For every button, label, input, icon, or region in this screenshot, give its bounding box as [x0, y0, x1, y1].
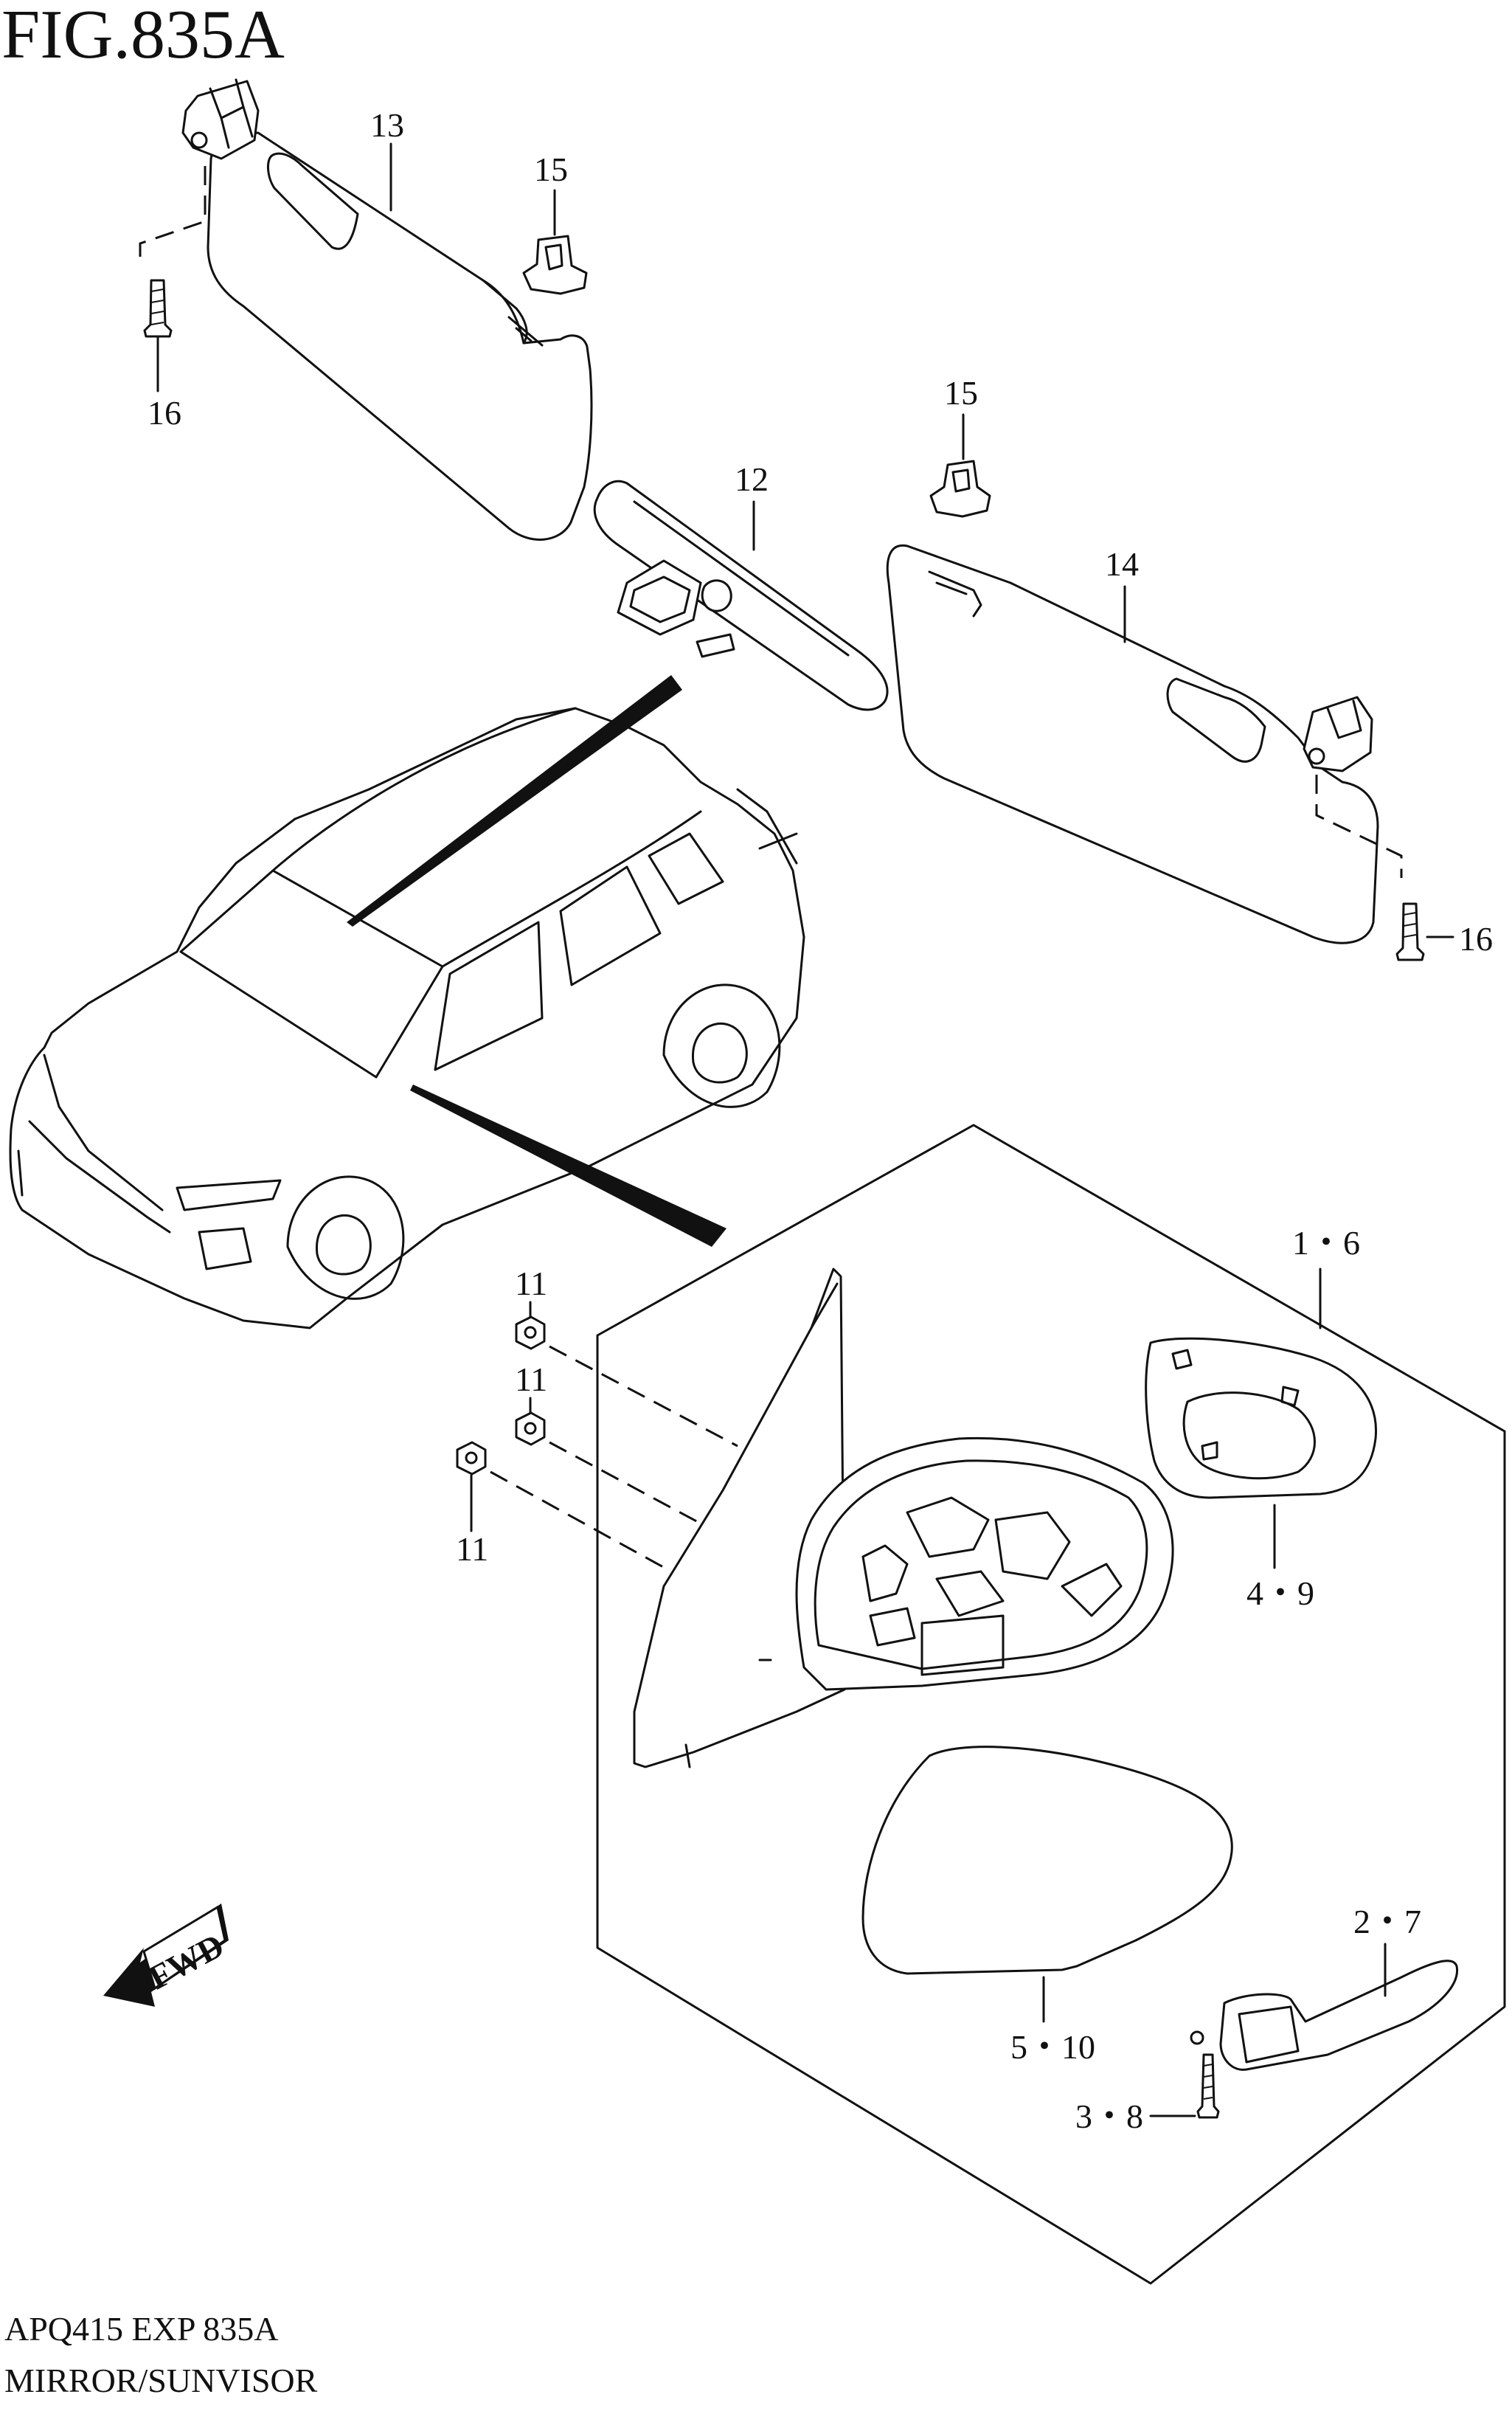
screw-16-left[interactable]	[143, 279, 173, 338]
pointer-wedge-lower	[410, 1085, 726, 1247]
clip-15-upper[interactable]	[522, 235, 588, 295]
figure-code: APQ415 EXP 835A	[4, 2310, 279, 2348]
dash-11-middle	[549, 1441, 701, 1525]
callout-14: 14	[1105, 545, 1139, 583]
pointer-wedge-upper	[347, 675, 682, 927]
nut-11-top[interactable]	[515, 1315, 546, 1350]
figure-title: FIG.835A	[1, 0, 285, 73]
sunvisor-left[interactable]	[207, 131, 593, 541]
callout-11-bottom: 11	[456, 1530, 488, 1568]
dash-11-top	[549, 1345, 738, 1448]
fwd-arrow: FWD	[103, 1903, 230, 2007]
nut-11-bottom[interactable]	[456, 1441, 487, 1476]
callout-16-left: 16	[148, 394, 181, 432]
leader-line-16-left	[139, 166, 207, 266]
sunvisor-right[interactable]	[886, 544, 1379, 944]
callout-15-right: 15	[944, 374, 978, 412]
callout-4-9: 4・9	[1246, 1574, 1314, 1612]
callout-11-middle: 11	[515, 1360, 547, 1398]
callout-16-right: 16	[1459, 920, 1493, 958]
door-mirror-body[interactable]	[758, 1436, 1174, 1691]
callout-12: 12	[735, 460, 769, 498]
dash-11-bottom	[490, 1470, 672, 1573]
callout-13: 13	[370, 106, 404, 144]
callout-15-upper: 15	[534, 151, 568, 188]
screw-16-right[interactable]	[1395, 902, 1425, 961]
callout-3-8: 3・8	[1075, 2097, 1143, 2135]
clip-15-right[interactable]	[929, 460, 991, 518]
sunvisor-left-bracket[interactable]	[181, 78, 260, 160]
mirror-cover[interactable]	[861, 1746, 1233, 1975]
vehicle-outline	[9, 707, 805, 1329]
callout-2-7: 2・7	[1353, 1903, 1421, 1940]
turn-signal-lamp[interactable]	[1190, 1960, 1459, 2071]
callout-5-10: 5・10	[1010, 2028, 1095, 2066]
rear-view-mirror[interactable]	[593, 480, 889, 711]
assembly-box	[596, 1124, 1506, 2285]
mirror-glass[interactable]	[1145, 1337, 1378, 1499]
screw-3-8[interactable]	[1196, 2053, 1220, 2119]
nut-11-middle[interactable]	[515, 1411, 546, 1446]
callout-1-6: 1・6	[1292, 1224, 1360, 1262]
figure-name: MIRROR/SUNVISOR	[4, 2362, 318, 2399]
sunvisor-right-bracket[interactable]	[1303, 696, 1373, 772]
callout-11-top: 11	[515, 1265, 547, 1302]
